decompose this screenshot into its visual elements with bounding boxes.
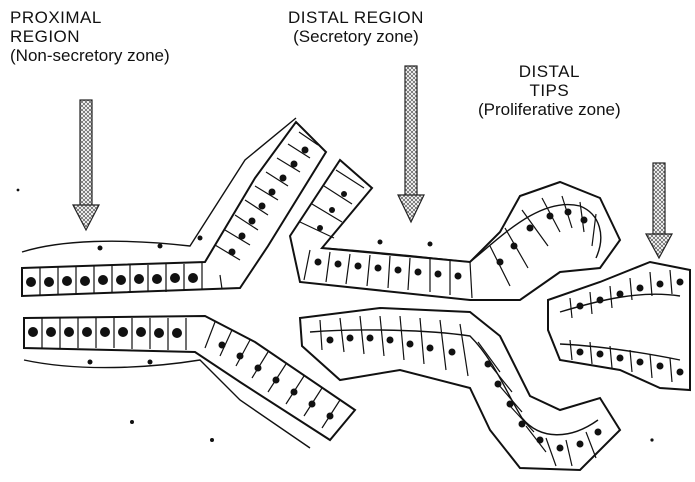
upper-left-duct-wall — [22, 118, 326, 296]
arrow-distal — [398, 66, 424, 222]
arrow-tips — [646, 163, 672, 258]
arrow-proximal — [73, 100, 99, 230]
distal-tip-duct-wall — [548, 262, 690, 390]
upper-right-duct-wall — [290, 160, 620, 300]
